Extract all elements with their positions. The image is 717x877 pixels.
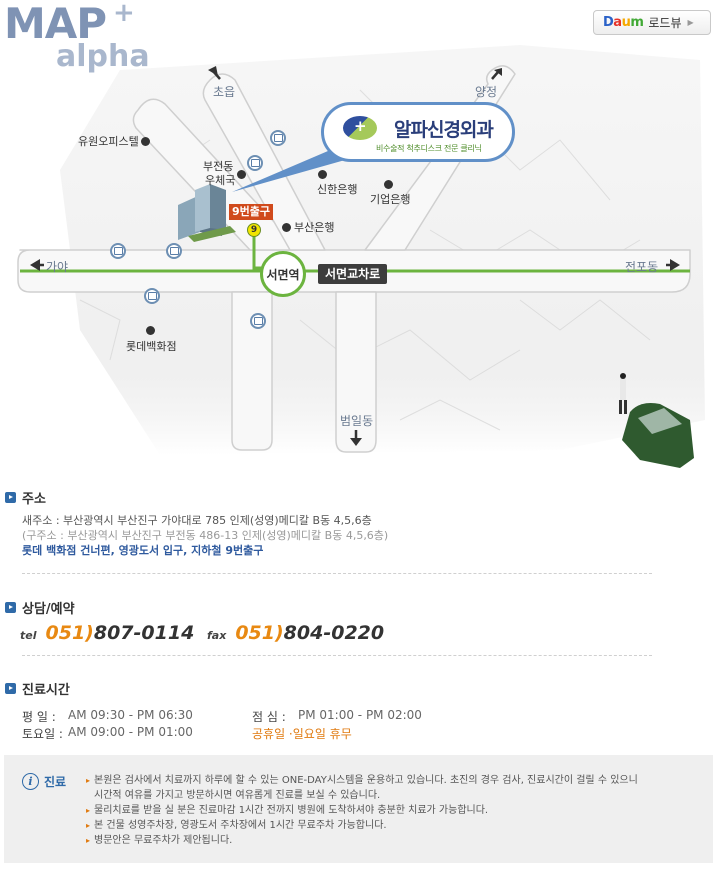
info-icon: i	[22, 773, 39, 790]
subway-exit-number: 9	[247, 223, 261, 237]
bus-stop-icon	[166, 243, 182, 259]
fax-area-code: 051)	[235, 622, 284, 644]
direction-northeast: 양정	[475, 85, 498, 99]
phone-area-code: 051)	[45, 622, 94, 644]
direction-west: 가야	[46, 260, 69, 274]
section-bullet-icon	[5, 492, 16, 503]
fax-local-number: 804-0220	[283, 622, 385, 644]
fax-number: fax 051) 804-0220	[207, 622, 384, 644]
hours-title: 진료시간	[22, 683, 70, 698]
hours-header: 진료시간	[5, 679, 70, 698]
notice-box: i 진료 본원은 검사에서 치료까지 하루에 할 수 있는 ONE-DAY시스템…	[4, 755, 713, 863]
car-illustration	[619, 373, 694, 468]
notice-item: 본 건물 성영주차장, 영광도서 주차장에서 1시간 무료주차 가능합니다.	[86, 818, 696, 833]
contact-title: 상담/예약	[22, 602, 75, 617]
direction-south: 범일동	[340, 414, 374, 428]
holiday-notice: 공휴일 ·일요일 휴무	[252, 727, 352, 741]
intersection-label: 서면교차로	[318, 264, 388, 284]
subway-station: 서면역	[260, 251, 306, 297]
divider	[22, 573, 652, 574]
lunch-label: 점 심 :	[252, 710, 286, 724]
place-marker	[237, 170, 246, 179]
old-address: (구주소 : 부산광역시 부산진구 부전동 486-13 인제(성영)메디칼 B…	[22, 529, 389, 542]
bus-stop-icon	[250, 313, 266, 329]
daum-logo: Daum	[603, 15, 644, 30]
clinic-subtitle: 비수술적 척추디스크 전문 클리닉	[376, 144, 482, 153]
clinic-callout: 알파신경외과 비수술적 척추디스크 전문 클리닉	[321, 102, 515, 162]
map-logo-text: MAP	[4, 0, 107, 48]
map-logo-alpha: alpha	[56, 39, 150, 74]
address-header: 주소	[5, 488, 46, 507]
clinic-name: 알파신경외과	[394, 119, 494, 141]
place-bujeon-post-2: 우체국	[205, 174, 236, 187]
place-marker	[282, 223, 291, 232]
weekday-label: 평 일 :	[22, 710, 56, 724]
roadview-label: 로드뷰	[648, 16, 682, 30]
place-ibk-bank: 기업은행	[370, 193, 411, 206]
notice-item: 병문안은 무료주차가 제안됩니다.	[86, 833, 696, 848]
bus-stop-icon	[144, 288, 160, 304]
daum-roadview-button[interactable]: Daum 로드뷰 ▶	[593, 10, 711, 35]
direction-north: 초읍	[213, 85, 236, 99]
place-lotte-department: 롯데백화점	[126, 340, 177, 353]
notice-title: 진료	[44, 775, 67, 789]
notice-item: 본원은 검사에서 치료까지 하루에 할 수 있는 ONE-DAY시스템을 운용하…	[86, 773, 696, 788]
saturday-hours: AM 09:00 - PM 01:00	[68, 725, 193, 739]
address-directions: 롯데 백화점 건너편, 영광도서 입구, 지하철 9번출구	[22, 544, 264, 557]
contact-header: 상담/예약	[5, 598, 75, 617]
place-shinhan-bank: 신한은행	[317, 183, 358, 196]
place-marker	[141, 137, 150, 146]
clinic-logo-icon	[343, 116, 377, 140]
address-title: 주소	[22, 492, 46, 507]
section-bullet-icon	[5, 602, 16, 613]
phone-number[interactable]: tel 051) 807-0114	[20, 622, 194, 644]
phone-tag: tel	[20, 629, 37, 642]
notice-item: 물리치료를 받을 실 분은 진료마감 1시간 전까지 병원에 도착하셔야 충분한…	[86, 803, 696, 818]
place-marker	[318, 170, 327, 179]
bus-stop-icon	[247, 155, 263, 171]
fax-tag: fax	[207, 629, 227, 642]
location-map: MAP + alpha Daum 로드뷰 ▶ 초읍 양정 가야 전포동 범일동 …	[0, 0, 717, 470]
saturday-label: 토요일 :	[22, 727, 63, 741]
bus-stop-icon	[110, 243, 126, 259]
chevron-right-icon: ▶	[687, 18, 694, 27]
new-address: 새주소 : 부산광역시 부산진구 가야대로 785 인제(성영)메디칼 B동 4…	[22, 514, 372, 527]
notice-item-continued: 시간적 여유를 가지고 방문하시면 여유롭게 진료를 보실 수 있습니다.	[94, 790, 381, 801]
weekday-hours: AM 09:30 - PM 06:30	[68, 708, 193, 722]
building-illustration	[178, 184, 236, 242]
notice-list: 본원은 검사에서 치료까지 하루에 할 수 있는 ONE-DAY시스템을 운용하…	[86, 773, 696, 848]
phone-local-number: 807-0114	[93, 622, 195, 644]
subway-exit-label: 9번출구	[229, 204, 274, 220]
bus-stop-icon	[270, 130, 286, 146]
place-yuwon-officetel: 유원오피스텔	[78, 135, 139, 148]
lunch-hours: PM 01:00 - PM 02:00	[298, 708, 422, 722]
place-marker	[146, 326, 155, 335]
section-bullet-icon	[5, 683, 16, 694]
place-marker	[384, 180, 393, 189]
divider	[22, 655, 652, 656]
direction-east: 전포동	[625, 260, 659, 274]
place-busan-bank: 부산은행	[294, 221, 335, 234]
place-bujeon-post-1: 부전동	[203, 160, 234, 173]
map-logo-plus: +	[113, 0, 135, 28]
